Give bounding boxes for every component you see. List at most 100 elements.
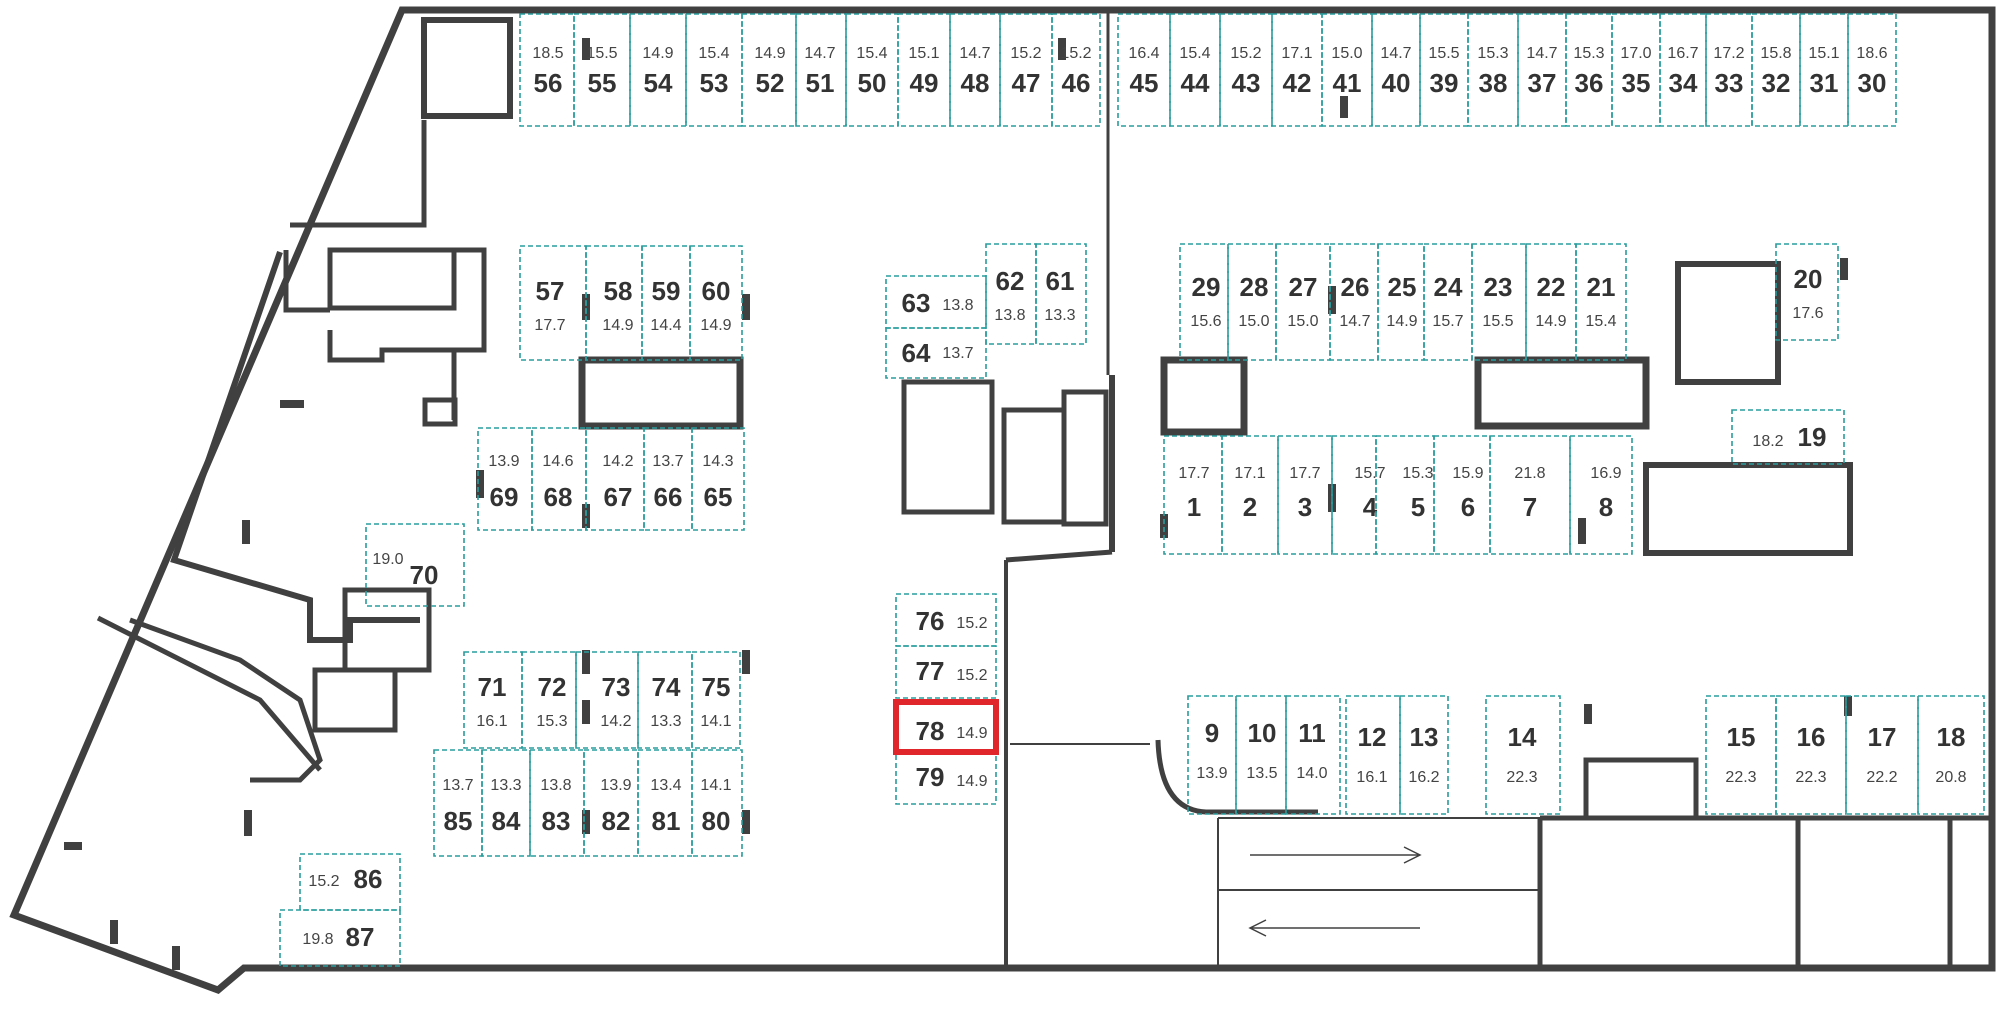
elevator-room-2 [1001, 407, 1067, 525]
spot-area: 15.5 [1482, 313, 1513, 330]
parking-spot-2[interactable]: 217.1 [1221, 435, 1279, 555]
spot-area: 13.8 [540, 777, 571, 794]
spot-number: 18 [1937, 722, 1966, 752]
parking-spot-3[interactable]: 317.7 [1277, 435, 1333, 555]
parking-spot-7[interactable]: 721.8 [1489, 435, 1571, 555]
parking-spot-9[interactable]: 913.9 [1187, 695, 1237, 815]
parking-spot-5[interactable]: 515.3 [1375, 435, 1435, 555]
parking-spot-1[interactable]: 117.7 [1163, 435, 1223, 555]
spot-outline [985, 243, 1037, 345]
parking-spot-8[interactable]: 816.9 [1569, 435, 1633, 555]
spot-outline [531, 427, 587, 531]
spot-number: 72 [538, 672, 567, 702]
spot-number: 12 [1358, 722, 1387, 752]
spot-outline [1345, 695, 1401, 815]
spot-number: 30 [1858, 68, 1887, 98]
left-inner-diagonal [170, 251, 420, 643]
parking-spot-6[interactable]: 615.9 [1433, 435, 1491, 555]
spot-area: 15.6 [1190, 313, 1221, 330]
parking-spot-4[interactable]: 415.7 [1331, 435, 1386, 555]
spot-area: 14.9 [754, 45, 785, 62]
